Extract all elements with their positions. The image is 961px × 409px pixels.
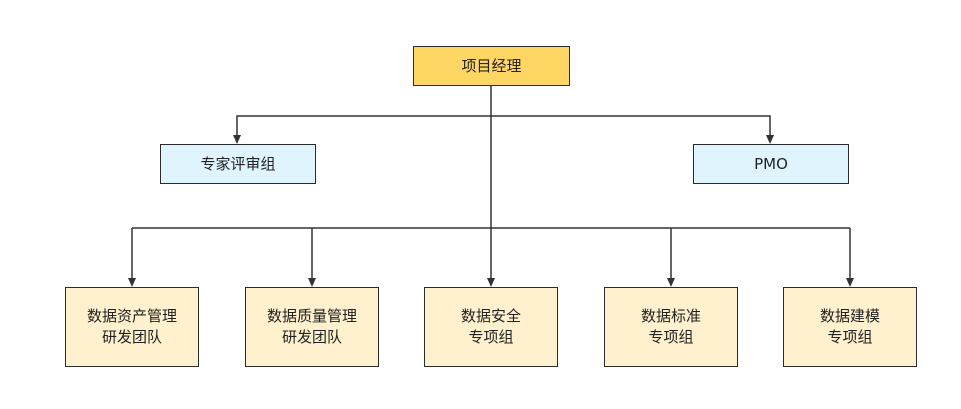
pmo-node: PMO — [693, 144, 849, 184]
expert-review-group-node: 专家评审组 — [160, 144, 316, 184]
arrowhead-team-3 — [487, 278, 495, 287]
expert-review-group-label: 专家评审组 — [200, 154, 276, 173]
data-security-group-label: 数据安全 专项组 — [460, 307, 521, 346]
data-quality-team-node: 数据质量管理 研发团队 — [245, 287, 379, 367]
data-quality-team-label: 数据质量管理 研发团队 — [266, 307, 357, 346]
arrowhead-team-4 — [667, 278, 675, 287]
project-manager-node: 项目经理 — [413, 46, 570, 86]
data-asset-team-label: 数据资产管理 研发团队 — [86, 307, 177, 346]
data-standards-group-node: 数据标准 专项组 — [604, 287, 738, 367]
data-standards-group-label: 数据标准 专项组 — [640, 307, 701, 346]
arrowhead-team-2 — [308, 278, 316, 287]
data-modeling-group-label: 数据建模 专项组 — [819, 307, 880, 346]
arrowhead-expert — [233, 135, 241, 144]
arrowhead-pmo — [766, 135, 774, 144]
edge-root-to-pmo — [491, 115, 771, 136]
edge-root-to-expert — [236, 115, 491, 136]
project-manager-label: 项目经理 — [461, 56, 522, 75]
data-security-group-node: 数据安全 专项组 — [424, 287, 558, 367]
data-asset-team-node: 数据资产管理 研发团队 — [65, 287, 199, 367]
pmo-label: PMO — [754, 154, 788, 173]
arrowhead-team-5 — [846, 278, 854, 287]
data-modeling-group-node: 数据建模 专项组 — [783, 287, 917, 367]
arrowhead-team-1 — [128, 278, 136, 287]
